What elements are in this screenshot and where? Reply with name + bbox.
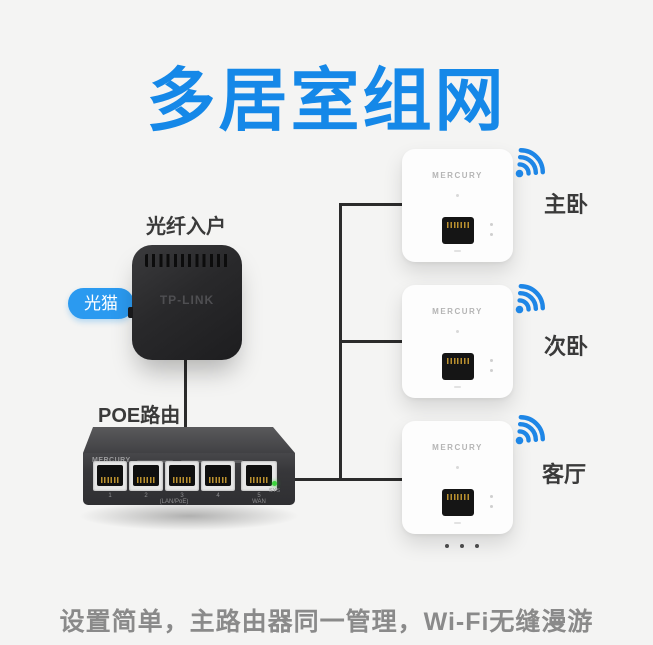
ap-detail-mark <box>454 250 461 252</box>
wifi-signal-icon <box>515 284 545 314</box>
cable-modem-to-router <box>184 359 187 430</box>
port-number: 3 <box>180 493 184 499</box>
wall-ap-living-room: MERCURY <box>402 421 513 534</box>
sys-led-indicator <box>272 481 277 486</box>
router-brand-logo: MERCURY <box>92 457 131 464</box>
ap-detail-mark <box>490 223 493 226</box>
ap-detail-mark <box>490 359 493 362</box>
room-label-second-bedroom: 次卧 <box>544 334 589 359</box>
ethernet-port-4 <box>201 461 235 491</box>
ap-detail-mark <box>454 522 461 524</box>
port-number: 1 <box>108 493 112 499</box>
wan-port-5 <box>241 461 277 491</box>
wifi-signal-icon <box>515 415 545 445</box>
rj45-jack <box>205 465 231 486</box>
ap-detail-mark <box>454 386 461 388</box>
ethernet-port-2 <box>129 461 163 491</box>
sys-led-label: SYS <box>268 488 280 494</box>
port-number: 5 <box>257 493 261 499</box>
modem-vents <box>145 254 229 267</box>
room-label-master-bedroom: 主卧 <box>544 192 589 217</box>
fiber-entry-label: 光纤入户 <box>146 216 226 238</box>
router-top-face <box>83 427 295 453</box>
router-shadow <box>75 501 303 531</box>
ap-detail-mark <box>490 505 493 508</box>
ap-led <box>456 194 459 197</box>
ap-detail-mark <box>490 233 493 236</box>
cable-branch-ap2 <box>339 340 404 343</box>
rj45-jack <box>169 465 195 486</box>
rj45-jack <box>246 465 272 486</box>
feature-caption: 设置简单，主路由器同一管理，Wi-Fi无缝漫游 <box>59 608 594 636</box>
ellipsis-dot <box>475 544 479 548</box>
rj45-jack <box>97 465 123 486</box>
optical-modem-device: TP-LINK <box>128 245 242 360</box>
port-number: 2 <box>144 493 148 499</box>
ap-detail-mark <box>490 369 493 372</box>
wall-ap-second-bedroom: MERCURY <box>402 285 513 398</box>
ap-brand-logo: MERCURY <box>432 171 483 180</box>
wall-ap-master-bedroom: MERCURY <box>402 149 513 262</box>
room-label-living-room: 客厅 <box>542 462 587 487</box>
ap-brand-logo: MERCURY <box>432 443 483 452</box>
cable-branch-ap1 <box>339 203 404 206</box>
poe-router-label: POE路由 <box>98 405 181 427</box>
poe-router-device: MERCURY 1 2 3 4 5 (LAN/PoE) WAN SYS <box>75 427 303 531</box>
ap-detail-mark <box>490 495 493 498</box>
optical-modem-badge: 光猫 <box>68 288 134 319</box>
ap-ethernet-jack <box>442 217 474 244</box>
ap-brand-logo: MERCURY <box>432 307 483 316</box>
ap-ethernet-jack <box>442 353 474 380</box>
rj45-jack <box>133 465 159 486</box>
ellipsis-dot <box>460 544 464 548</box>
ap-led <box>456 330 459 333</box>
lan-poe-group-label: (LAN/PoE) <box>159 499 189 505</box>
more-devices-ellipsis <box>445 544 479 548</box>
ethernet-port-3 <box>165 461 199 491</box>
modem-side-notch <box>128 307 133 318</box>
modem-brand-logo: TP-LINK <box>159 293 215 307</box>
port-number: 4 <box>216 493 220 499</box>
ellipsis-dot <box>445 544 449 548</box>
wifi-signal-icon <box>515 148 545 178</box>
ethernet-port-1 <box>93 461 127 491</box>
cable-router-to-ap3 <box>292 478 404 481</box>
ap-led <box>456 466 459 469</box>
page-title: 多居室组网 <box>146 62 507 139</box>
wan-port-label: WAN <box>252 499 266 505</box>
ap-ethernet-jack <box>442 489 474 516</box>
